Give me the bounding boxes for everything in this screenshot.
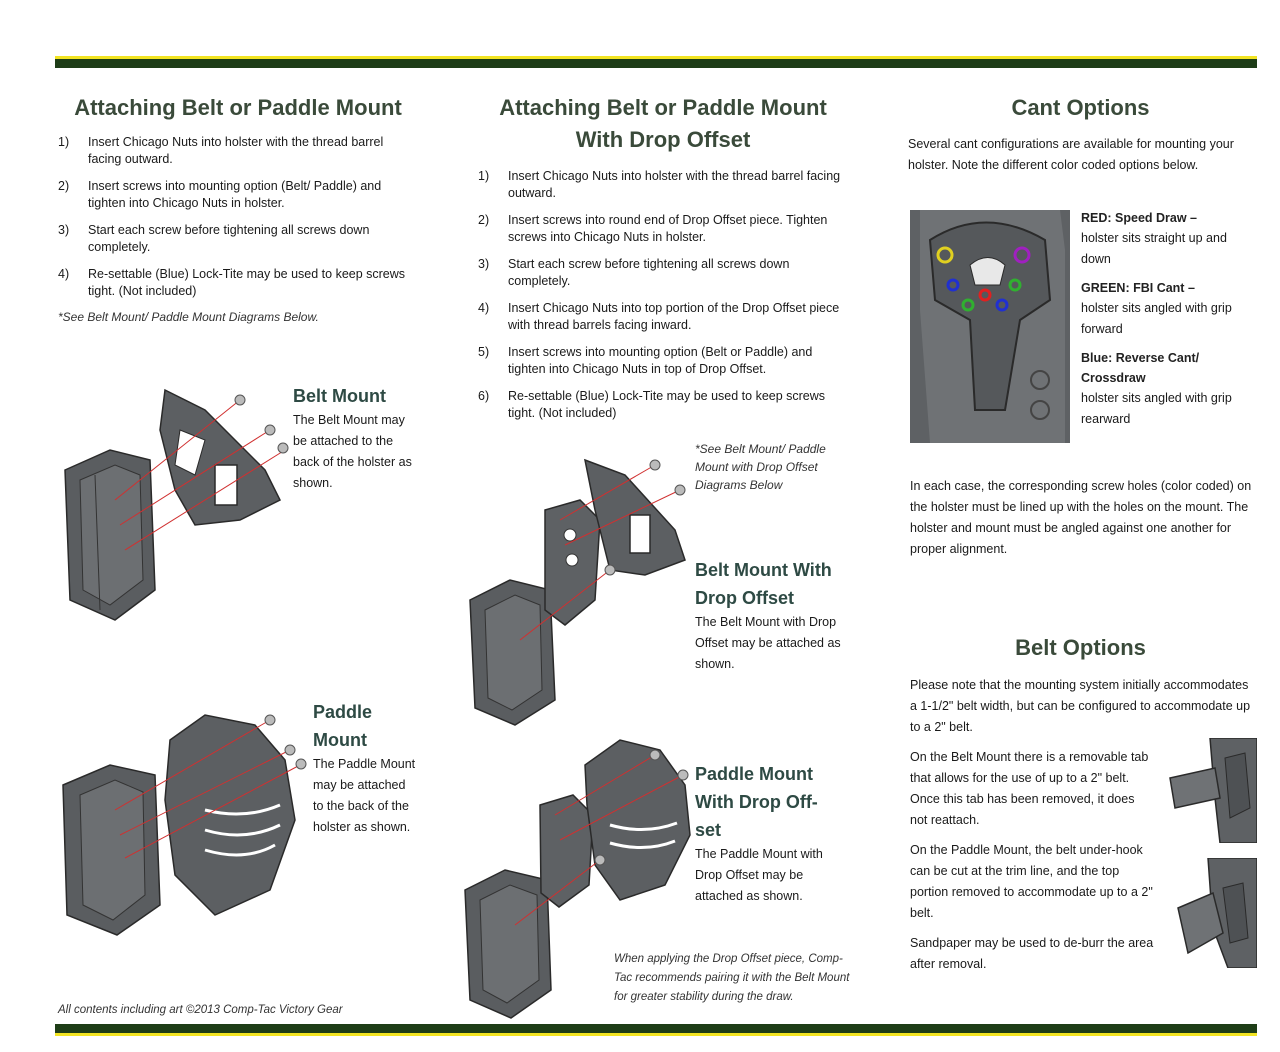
- belt-p2: On the Belt Mount there is a removable t…: [910, 750, 1149, 827]
- recommend-note: When applying the Drop Offset piece, Com…: [614, 953, 850, 1003]
- bottom-border: [55, 1024, 1257, 1036]
- list-item: 3)Start each screw before tightening all…: [58, 223, 370, 254]
- belt-options-title: Belt Options: [1015, 635, 1146, 660]
- list-item: 5)Insert screws into mounting option (Be…: [478, 345, 813, 376]
- left-steps: 1)Insert Chicago Nuts into holster with …: [58, 134, 418, 300]
- belt-mount-block: Belt Mount The Belt Mount may be attache…: [293, 382, 418, 494]
- left-note: *See Belt Mount/ Paddle Mount Diagrams B…: [58, 310, 319, 324]
- list-item: 1)Insert Chicago Nuts into holster with …: [478, 169, 841, 200]
- paddle-mount-diagram: [55, 700, 310, 945]
- paddle-mount-caption: The Paddle Mount may be attached to the …: [313, 757, 416, 834]
- list-item: 4)Re-settable (Blue) Lock-Tite may be us…: [58, 267, 406, 298]
- cant-legend: RED: Speed Draw – holster sits straight …: [1081, 208, 1256, 430]
- middle-steps: 1)Insert Chicago Nuts into holster with …: [478, 168, 848, 422]
- list-item: 2)Insert screws into round end of Drop O…: [478, 213, 828, 244]
- belt-p1: Please note that the mounting system ini…: [910, 678, 1251, 734]
- right-column: Cant Options Several cant configurations…: [908, 92, 1253, 176]
- cant-intro: Several cant configurations are availabl…: [908, 137, 1234, 172]
- list-item: 3)Start each screw before tightening all…: [478, 257, 790, 288]
- list-item: 6)Re-settable (Blue) Lock-Tite may be us…: [478, 389, 826, 420]
- list-item: 1)Insert Chicago Nuts into holster with …: [58, 135, 384, 166]
- legend-green: GREEN: FBI Cant – holster sits angled wi…: [1081, 281, 1232, 336]
- paddle-offset-diagram: [455, 735, 695, 1025]
- copyright: All contents including art ©2013 Comp-Ta…: [58, 1004, 343, 1016]
- list-item: 4)Insert Chicago Nuts into top portion o…: [478, 301, 840, 332]
- belt-p4: Sandpaper may be used to de-burr the are…: [910, 936, 1154, 971]
- top-border: [55, 56, 1257, 68]
- cant-options-image: [910, 210, 1070, 443]
- belt-offset-diagram: [460, 450, 695, 730]
- middle-note: *See Belt Mount/ Paddle Mount with Drop …: [695, 442, 826, 492]
- belt-p3: On the Paddle Mount, the belt under-hook…: [910, 843, 1153, 920]
- cant-title: Cant Options: [1011, 95, 1150, 120]
- legend-blue: Blue: Reverse Cant/ Crossdraw holster si…: [1081, 351, 1232, 426]
- left-title: Attaching Belt or Paddle Mount: [74, 95, 402, 120]
- belt-tab-detail-image: [1165, 738, 1257, 843]
- belt-mount-diagram: [55, 380, 290, 630]
- legend-red: RED: Speed Draw – holster sits straight …: [1081, 211, 1227, 266]
- belt-offset-caption: The Belt Mount with Drop Offset may be a…: [695, 615, 841, 671]
- belt-mount-title: Belt Mount: [293, 386, 386, 406]
- cant-text: In each case, the corresponding screw ho…: [910, 479, 1252, 556]
- paddle-offset-caption: The Paddle Mount with Drop Offset may be…: [695, 847, 823, 903]
- paddle-trim-detail-image: [1168, 858, 1257, 968]
- list-item: 2)Insert screws into mounting option (Be…: [58, 179, 382, 210]
- left-column: Attaching Belt or Paddle Mount 1)Insert …: [58, 92, 418, 324]
- belt-mount-caption: The Belt Mount may be attached to the ba…: [293, 413, 412, 490]
